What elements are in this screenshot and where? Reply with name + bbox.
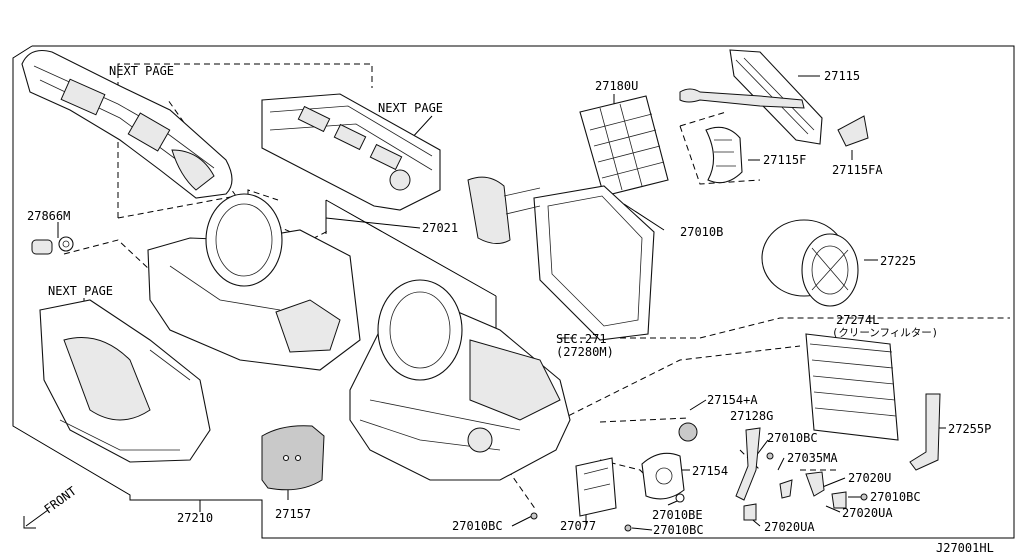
label-27866m: 27866M	[27, 209, 70, 223]
label-27010b: 27010B	[680, 225, 723, 239]
part-27154-actuator	[641, 422, 698, 503]
label-27010bc-a: 27010BC	[767, 431, 818, 445]
label-27010bc-b: 27010BC	[870, 490, 921, 504]
part-27077	[575, 457, 617, 517]
label-27274l-note: (クリーンフィルター)	[832, 327, 938, 339]
label-27077: 27077	[560, 519, 596, 533]
label-27115f: 27115F	[763, 153, 806, 167]
label-next-page-top-left: NEXT PAGE	[109, 64, 174, 78]
front-arrow-icon	[23, 509, 49, 529]
label-27010bc-d: 27010BC	[452, 519, 503, 533]
part-27210-duct	[39, 299, 211, 463]
label-27154: 27154	[692, 464, 728, 478]
label-27020ua-a: 27020UA	[764, 520, 815, 534]
label-27020ua-b: 27020UA	[842, 506, 893, 520]
label-27210: 27210	[177, 511, 213, 525]
part-27866m	[31, 236, 74, 255]
label-27225: 27225	[880, 254, 916, 268]
defroster-duct	[21, 49, 233, 199]
part-evaporator	[467, 176, 655, 341]
part-27128g	[735, 427, 761, 501]
label-27010be: 27010BE	[652, 508, 703, 522]
vent-duct	[261, 93, 441, 211]
label-27154a: 27154+A	[707, 393, 758, 407]
label-sec-271: SEC.271	[556, 332, 607, 346]
part-27115fa	[837, 115, 869, 147]
label-27128g: 27128G	[730, 409, 773, 423]
part-27274l-filter	[805, 333, 899, 441]
label-27021: 27021	[422, 221, 458, 235]
part-27115f	[705, 126, 743, 184]
hvac-main-case	[349, 279, 571, 481]
label-front: FRONT	[42, 484, 79, 517]
part-27225-blower	[761, 219, 859, 307]
label-27157: 27157	[275, 507, 311, 521]
label-27035ma: 27035MA	[787, 451, 838, 465]
part-27021-case	[147, 193, 361, 371]
part-27180u	[579, 95, 669, 197]
part-27157-pad	[261, 425, 325, 491]
part-labels: NEXT PAGE NEXT PAGE NEXT PAGE 27866M 270…	[27, 64, 994, 555]
label-27010bc-c: 27010BC	[653, 523, 704, 537]
label-27020u: 27020U	[848, 471, 891, 485]
label-27115fa: 27115FA	[832, 163, 883, 177]
part-27255p	[909, 393, 941, 471]
label-diagram-code: J27001HL	[936, 541, 994, 555]
fasteners	[530, 452, 868, 532]
label-27115: 27115	[824, 69, 860, 83]
label-27280m: (27280M)	[556, 345, 614, 359]
label-27180u: 27180U	[595, 79, 638, 93]
label-27255p: 27255P	[948, 422, 991, 436]
part-27115	[679, 49, 823, 145]
label-next-page-left: NEXT PAGE	[48, 284, 113, 298]
label-next-page-top-mid: NEXT PAGE	[378, 101, 443, 115]
main-outline	[12, 45, 1015, 539]
label-27274l: 27274L	[836, 313, 879, 327]
